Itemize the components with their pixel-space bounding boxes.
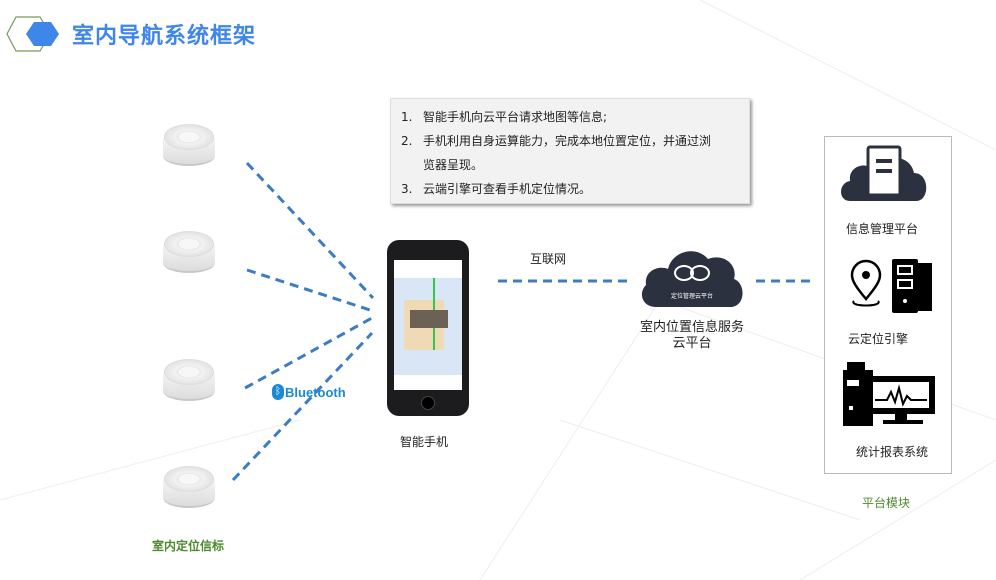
module-label: 云定位引擎 (848, 332, 909, 346)
note-text: 智能手机向云平台请求地图等信息; (423, 110, 608, 124)
note-number (401, 153, 423, 177)
bluetooth-icon: ᛒ (272, 384, 284, 400)
cloud-label-line1: 室内位置信息服务 (639, 320, 744, 335)
beacon-icon (163, 464, 215, 510)
home-button (421, 396, 435, 410)
internet-label: 互联网 (530, 252, 567, 266)
phone-map-screen (394, 260, 462, 390)
notes-box: 1. 智能手机向云平台请求地图等信息; 2. 手机利用自身运算能力，完成本地位置定位… (390, 98, 750, 204)
page-title: 室内导航系统框架 (72, 24, 257, 49)
module-label: 信息管理平台 (846, 222, 919, 236)
note-text: 览器呈现。 (423, 158, 484, 172)
note-number: 1. (401, 110, 413, 124)
note-item: 2. 手机利用自身运算能力，完成本地位置定位，并通过浏 (401, 129, 739, 153)
bluetooth-text: Bluetooth (285, 384, 346, 400)
note-item: 3. 云端引擎可查看手机定位情况。 (401, 177, 739, 201)
cloud-platform-icon (641, 251, 743, 307)
note-number: 3. (401, 182, 413, 196)
note-text: 云端引擎可查看手机定位情况。 (423, 182, 592, 196)
beacon-icon (163, 122, 215, 168)
hexagon-logo-icon (6, 16, 59, 52)
smartphone-image (387, 240, 469, 416)
note-number: 2. (401, 134, 413, 148)
phone-label: 智能手机 (400, 435, 449, 449)
location-engine-icon (850, 259, 932, 313)
modules-caption: 平台模块 (862, 496, 911, 510)
beacons-label: 室内定位信标 (152, 539, 225, 553)
statistics-report-icon (843, 362, 935, 426)
note-item: 览器呈现。 (401, 153, 739, 177)
bluetooth-logo: ᛒ Bluetooth (272, 384, 346, 400)
bluetooth-links (231, 161, 815, 482)
info-management-icon (841, 145, 927, 201)
beacon-icon (163, 357, 215, 403)
beacon-icon (163, 229, 215, 275)
cloud-inner-label: 定位管理云平台 (670, 293, 713, 300)
module-label: 统计报表系统 (856, 445, 929, 459)
note-item: 1. 智能手机向云平台请求地图等信息; (401, 105, 739, 129)
note-text: 手机利用自身运算能力，完成本地位置定位，并通过浏 (423, 134, 712, 148)
cloud-label-line2: 云平台 (672, 336, 712, 351)
